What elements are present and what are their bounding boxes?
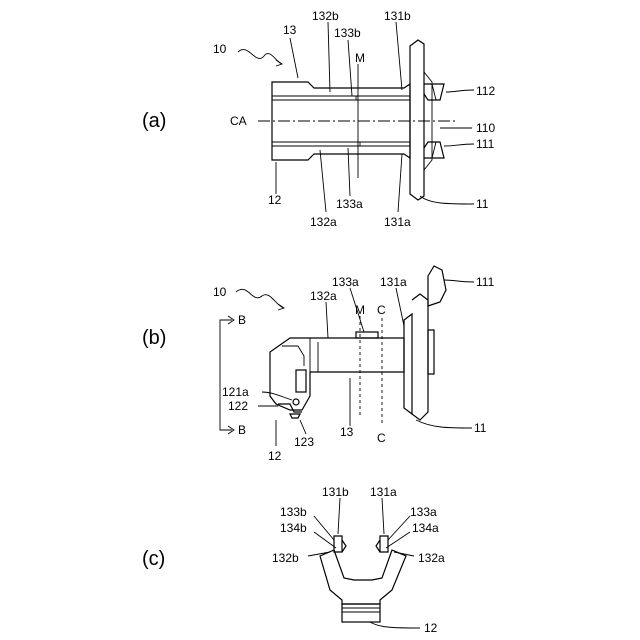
- label-b-132a: 132a: [310, 289, 337, 303]
- panel-a-caption: (a): [142, 110, 166, 132]
- label-a-13: 13: [283, 23, 297, 37]
- label-b-12: 12: [268, 449, 282, 463]
- label-a-11: 11: [476, 197, 489, 211]
- panel-a: (a): [142, 9, 495, 229]
- label-b-133a: 133a: [332, 275, 359, 289]
- label-b-plane-c-top: C: [377, 303, 386, 317]
- label-b-section-b-top: B: [238, 313, 246, 327]
- label-c-134a: 134a: [412, 521, 439, 535]
- label-b-11: 11: [474, 421, 487, 435]
- label-c-131b: 131b: [322, 485, 349, 499]
- label-b-10: 10: [213, 285, 227, 299]
- label-c-132a: 132a: [418, 551, 445, 565]
- panel-b-caption: (b): [142, 327, 166, 349]
- label-a-132b: 132b: [312, 9, 339, 23]
- panel-c-caption: (c): [142, 548, 165, 570]
- label-b-plane-c-bottom: C: [377, 431, 386, 445]
- label-a-12: 12: [268, 193, 282, 207]
- label-a-133b: 133b: [334, 26, 361, 40]
- panel-c: (c) 131b 131a 133b 133a: [142, 485, 445, 635]
- panel-c-drawing: [308, 498, 420, 628]
- label-a-131b: 131b: [384, 9, 411, 23]
- label-b-131a: 131a: [380, 275, 407, 289]
- label-c-133b: 133b: [280, 505, 307, 519]
- label-b-123: 123: [294, 435, 314, 449]
- label-a-133a: 133a: [336, 197, 363, 211]
- label-c-12: 12: [424, 621, 438, 635]
- label-b-122: 122: [228, 399, 248, 413]
- label-a-111: 111: [476, 137, 495, 151]
- label-b-plane-m: M: [355, 303, 365, 317]
- panel-b: (b): [142, 266, 495, 463]
- label-a-132a: 132a: [310, 215, 337, 229]
- label-a-131a: 131a: [384, 215, 411, 229]
- label-a-10: 10: [213, 42, 227, 56]
- label-b-section-b-bottom: B: [238, 423, 246, 437]
- label-b-111: 111: [476, 275, 495, 289]
- panel-b-drawing: [220, 266, 474, 446]
- label-c-132b: 132b: [272, 551, 299, 565]
- label-a-112: 112: [476, 84, 495, 98]
- label-a-plane-m: M: [355, 51, 365, 65]
- label-b-13: 13: [340, 425, 354, 439]
- label-b-121a: 121a: [222, 385, 249, 399]
- label-a-ca: CA: [230, 114, 247, 128]
- label-a-110: 110: [476, 121, 495, 135]
- label-c-134b: 134b: [280, 521, 307, 535]
- label-c-133a: 133a: [410, 505, 437, 519]
- label-c-131a: 131a: [370, 485, 397, 499]
